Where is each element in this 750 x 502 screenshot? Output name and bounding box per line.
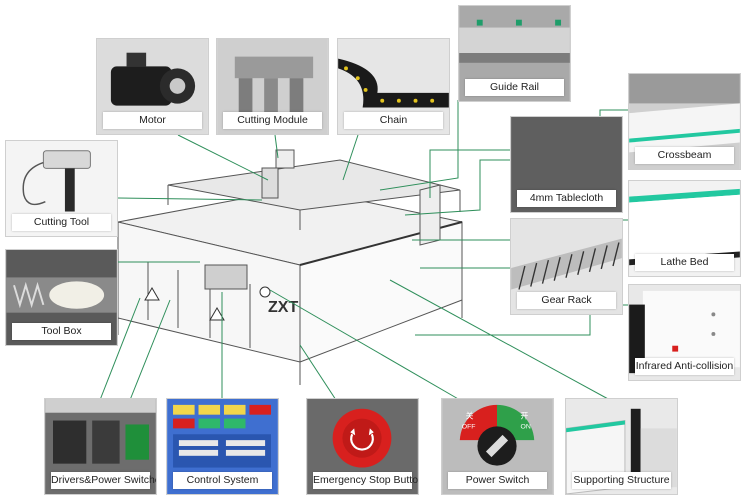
cutting-module-panel: Cutting Module <box>216 38 329 135</box>
gear-rack-panel: Gear Rack <box>510 218 623 315</box>
emergency-stop-panel: Emergency Stop Button <box>306 398 419 495</box>
machine-logo: ZXT <box>268 299 298 316</box>
on-cn-mark: 开 <box>521 412 529 421</box>
motor-label: Motor <box>103 112 202 129</box>
guide-rail-label: Guide Rail <box>465 79 564 96</box>
tablecloth-panel: 4mm Tablecloth <box>510 116 623 213</box>
chain-panel: Chain <box>337 38 450 135</box>
control-system-label: Control System <box>173 472 272 489</box>
control-system-panel: Control System <box>166 398 279 495</box>
infrared-panel: Infrared Anti-collision <box>628 284 741 381</box>
motor-panel: Motor <box>96 38 209 135</box>
tool-box-panel: Tool Box <box>5 249 118 346</box>
guide-rail-panel: Guide Rail <box>458 5 571 102</box>
supporting-structure-panel: Supporting Structure <box>565 398 678 495</box>
gear-rack-label: Gear Rack <box>517 292 616 309</box>
lathe-bed-label: Lathe Bed <box>635 254 734 271</box>
cutting-tool-panel: Cutting Tool <box>5 140 118 237</box>
cutting-module-label: Cutting Module <box>223 112 322 129</box>
off-mark: OFF <box>462 423 476 430</box>
infrared-label: Infrared Anti-collision <box>635 358 734 375</box>
chain-label: Chain <box>344 112 443 129</box>
crossbeam-label: Crossbeam <box>635 147 734 164</box>
on-mark: ON <box>521 423 531 430</box>
lathe-bed-panel: Lathe Bed <box>628 180 741 277</box>
tool-box-label: Tool Box <box>12 323 111 340</box>
drivers-label: Drivers&Power Switches <box>51 472 156 489</box>
emergency-stop-label: Emergency Stop Button <box>313 472 418 489</box>
off-cn-mark: 关 <box>466 411 474 421</box>
power-switch-panel: 关 OFF 开 ON Power Switch <box>441 398 554 495</box>
supporting-structure-label: Supporting Structure <box>572 472 671 489</box>
drivers-panel: Drivers&Power Switches <box>44 398 157 495</box>
cutting-tool-label: Cutting Tool <box>12 214 111 231</box>
crossbeam-panel: Crossbeam <box>628 73 741 170</box>
power-switch-label: Power Switch <box>448 472 547 489</box>
tablecloth-label: 4mm Tablecloth <box>517 190 616 207</box>
